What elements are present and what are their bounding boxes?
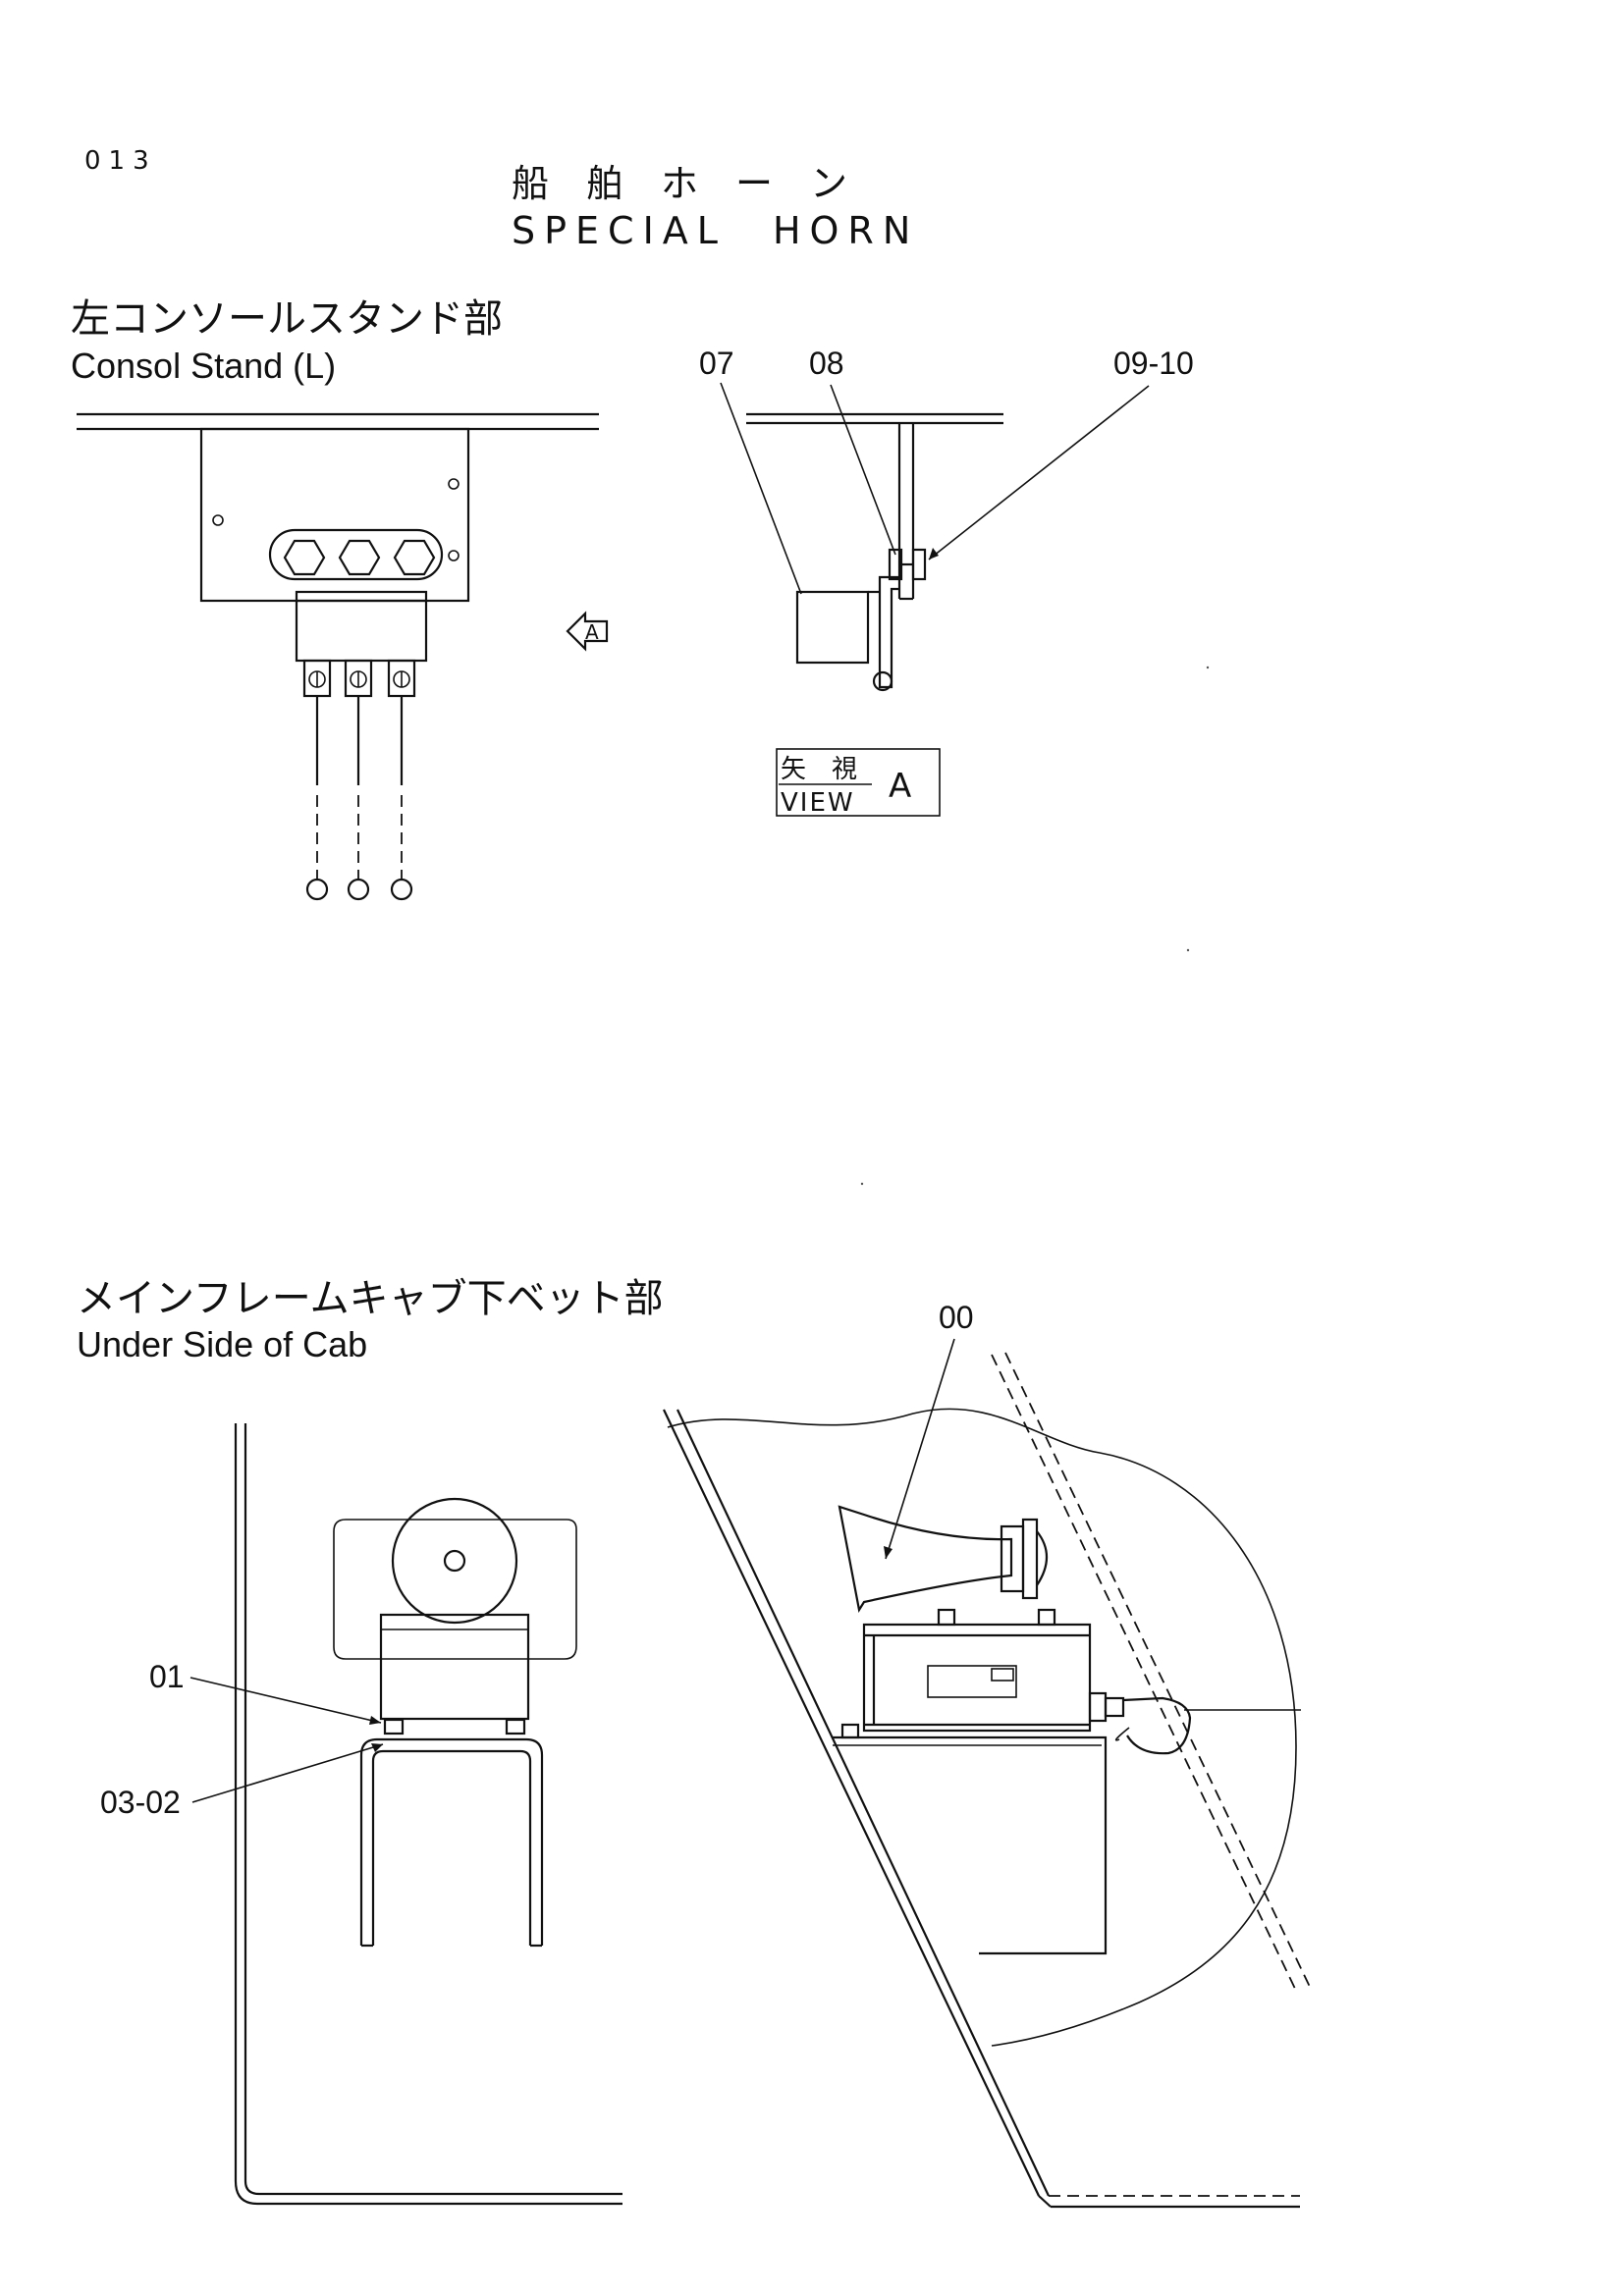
section2-title-japanese: メインフレームキャブ下ベット部 — [77, 1276, 664, 1321]
section1-title-japanese: 左コンソールスタンド部 — [71, 296, 503, 342]
under-cab-side-view — [663, 1338, 1311, 2209]
callout-08: 08 — [809, 346, 844, 381]
view-label-english: VIEW — [781, 788, 855, 818]
console-stand-front-view — [77, 412, 599, 901]
callout-01: 01 — [149, 1659, 185, 1694]
title-japanese: 船 舶 ホ ー ン — [512, 162, 847, 205]
page-number: 013 — [84, 146, 157, 176]
view-arrow-marker: A — [566, 611, 609, 652]
callout-03-02: 03-02 — [100, 1785, 181, 1820]
callout-00: 00 — [939, 1300, 974, 1335]
section1-title-english: Consol Stand (L) — [71, 346, 336, 386]
callout-07: 07 — [699, 346, 734, 381]
view-label-letter: A — [889, 767, 911, 806]
view-a-label-box: 矢 視 VIEW A — [776, 748, 941, 818]
view-arrow-letter: A — [585, 620, 599, 644]
under-cab-front-view — [189, 1423, 622, 2206]
callout-09-10: 09-10 — [1113, 346, 1194, 381]
view-label-japanese: 矢 視 — [781, 755, 857, 784]
section2-title-english: Under Side of Cab — [77, 1324, 367, 1364]
scan-specks — [860, 666, 1210, 1186]
view-a-side-view — [720, 382, 1150, 692]
title-english: SPECIAL HORN — [512, 209, 919, 252]
